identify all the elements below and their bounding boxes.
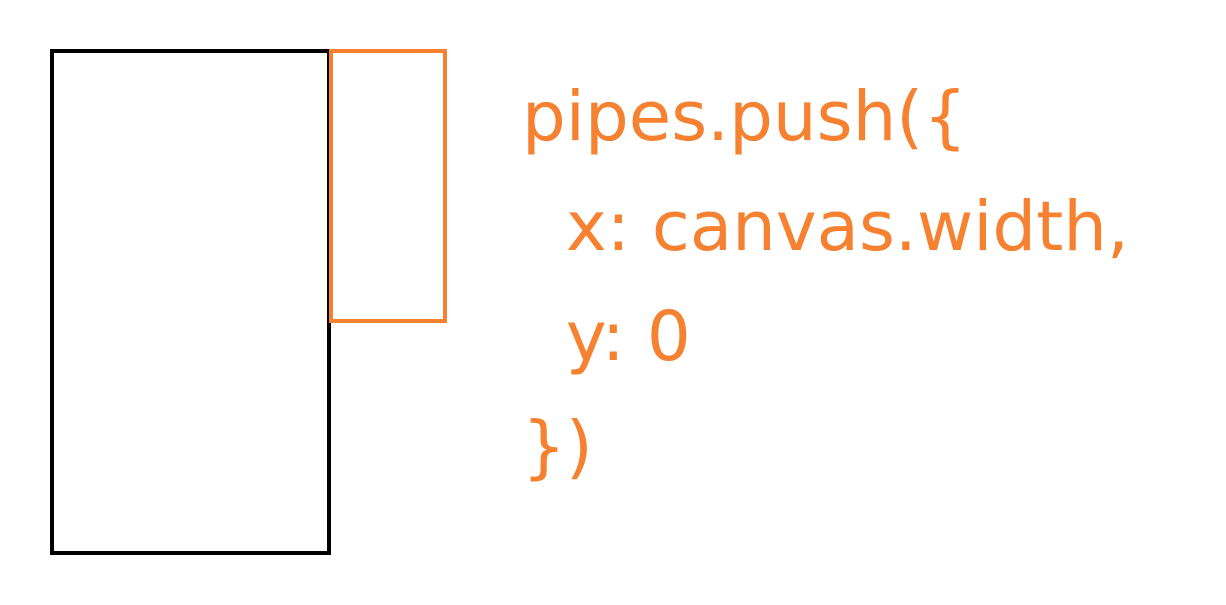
code-line-4: }) <box>522 407 593 487</box>
code-line-1: pipes.push({ <box>522 77 968 157</box>
code-line-3: y: 0 <box>522 297 691 377</box>
code-snippet: pipes.push({ x: canvas.width, y: 0}) <box>522 62 1129 502</box>
code-line-2: x: canvas.width, <box>522 187 1129 267</box>
pipe-rectangle <box>329 49 447 323</box>
canvas-rectangle <box>50 49 331 555</box>
